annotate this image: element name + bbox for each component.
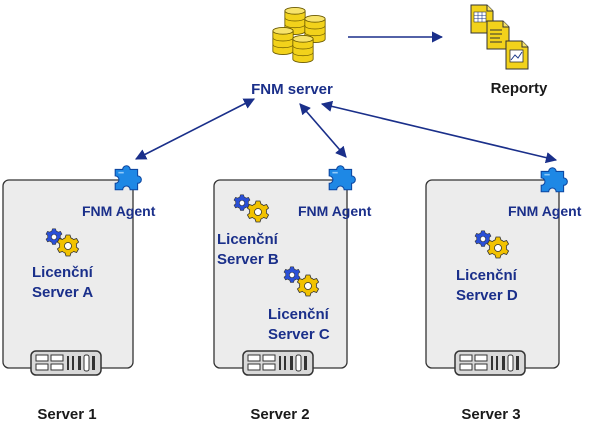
rack-panel-icon (454, 350, 526, 376)
puzzle-icon (328, 164, 357, 191)
rack-panel-icon (30, 350, 102, 376)
licence-server-line1: Licenční (268, 306, 330, 323)
reports-label: Reporty (491, 80, 548, 97)
licence-server-line1: Licenční (32, 264, 94, 281)
server-name: Server 3 (461, 406, 520, 423)
documents-icon (470, 4, 529, 70)
server-name: Server 1 (37, 406, 96, 423)
arrow-fnm-to-agent1 (135, 98, 255, 160)
licence-server-line2: Server B (217, 251, 279, 268)
licence-server-line2: Server C (268, 326, 330, 343)
puzzle-icon (114, 164, 143, 191)
rack-panel-icon (242, 350, 314, 376)
connection-arrows (135, 31, 558, 164)
agent-label: FNM Agent (508, 203, 582, 219)
server-3: FNM Agent Licenční Server D Server 3 (425, 166, 582, 423)
reports-node: Reporty (470, 4, 548, 97)
agent-label: FNM Agent (82, 203, 156, 219)
licence-server-line2: Server A (32, 284, 93, 301)
fnm-server-node: FNM server (251, 7, 333, 98)
agent-label: FNM Agent (298, 203, 372, 219)
arrow-fnm-to-agent3 (320, 100, 558, 164)
fnm-server-label: FNM server (251, 81, 333, 98)
server-2: FNM Agent Licenční Server B Licenční Ser… (213, 164, 372, 423)
database-icon (272, 7, 326, 63)
licence-server-line2: Server D (456, 287, 518, 304)
licence-server-line1: Licenční (217, 231, 279, 248)
puzzle-icon (540, 166, 569, 193)
licence-server-line1: Licenční (456, 267, 518, 284)
server-name: Server 2 (250, 406, 309, 423)
server-1: FNM Agent Licenční Server A Server 1 (2, 164, 156, 423)
arrow-fnm-to-agent2 (299, 103, 347, 158)
